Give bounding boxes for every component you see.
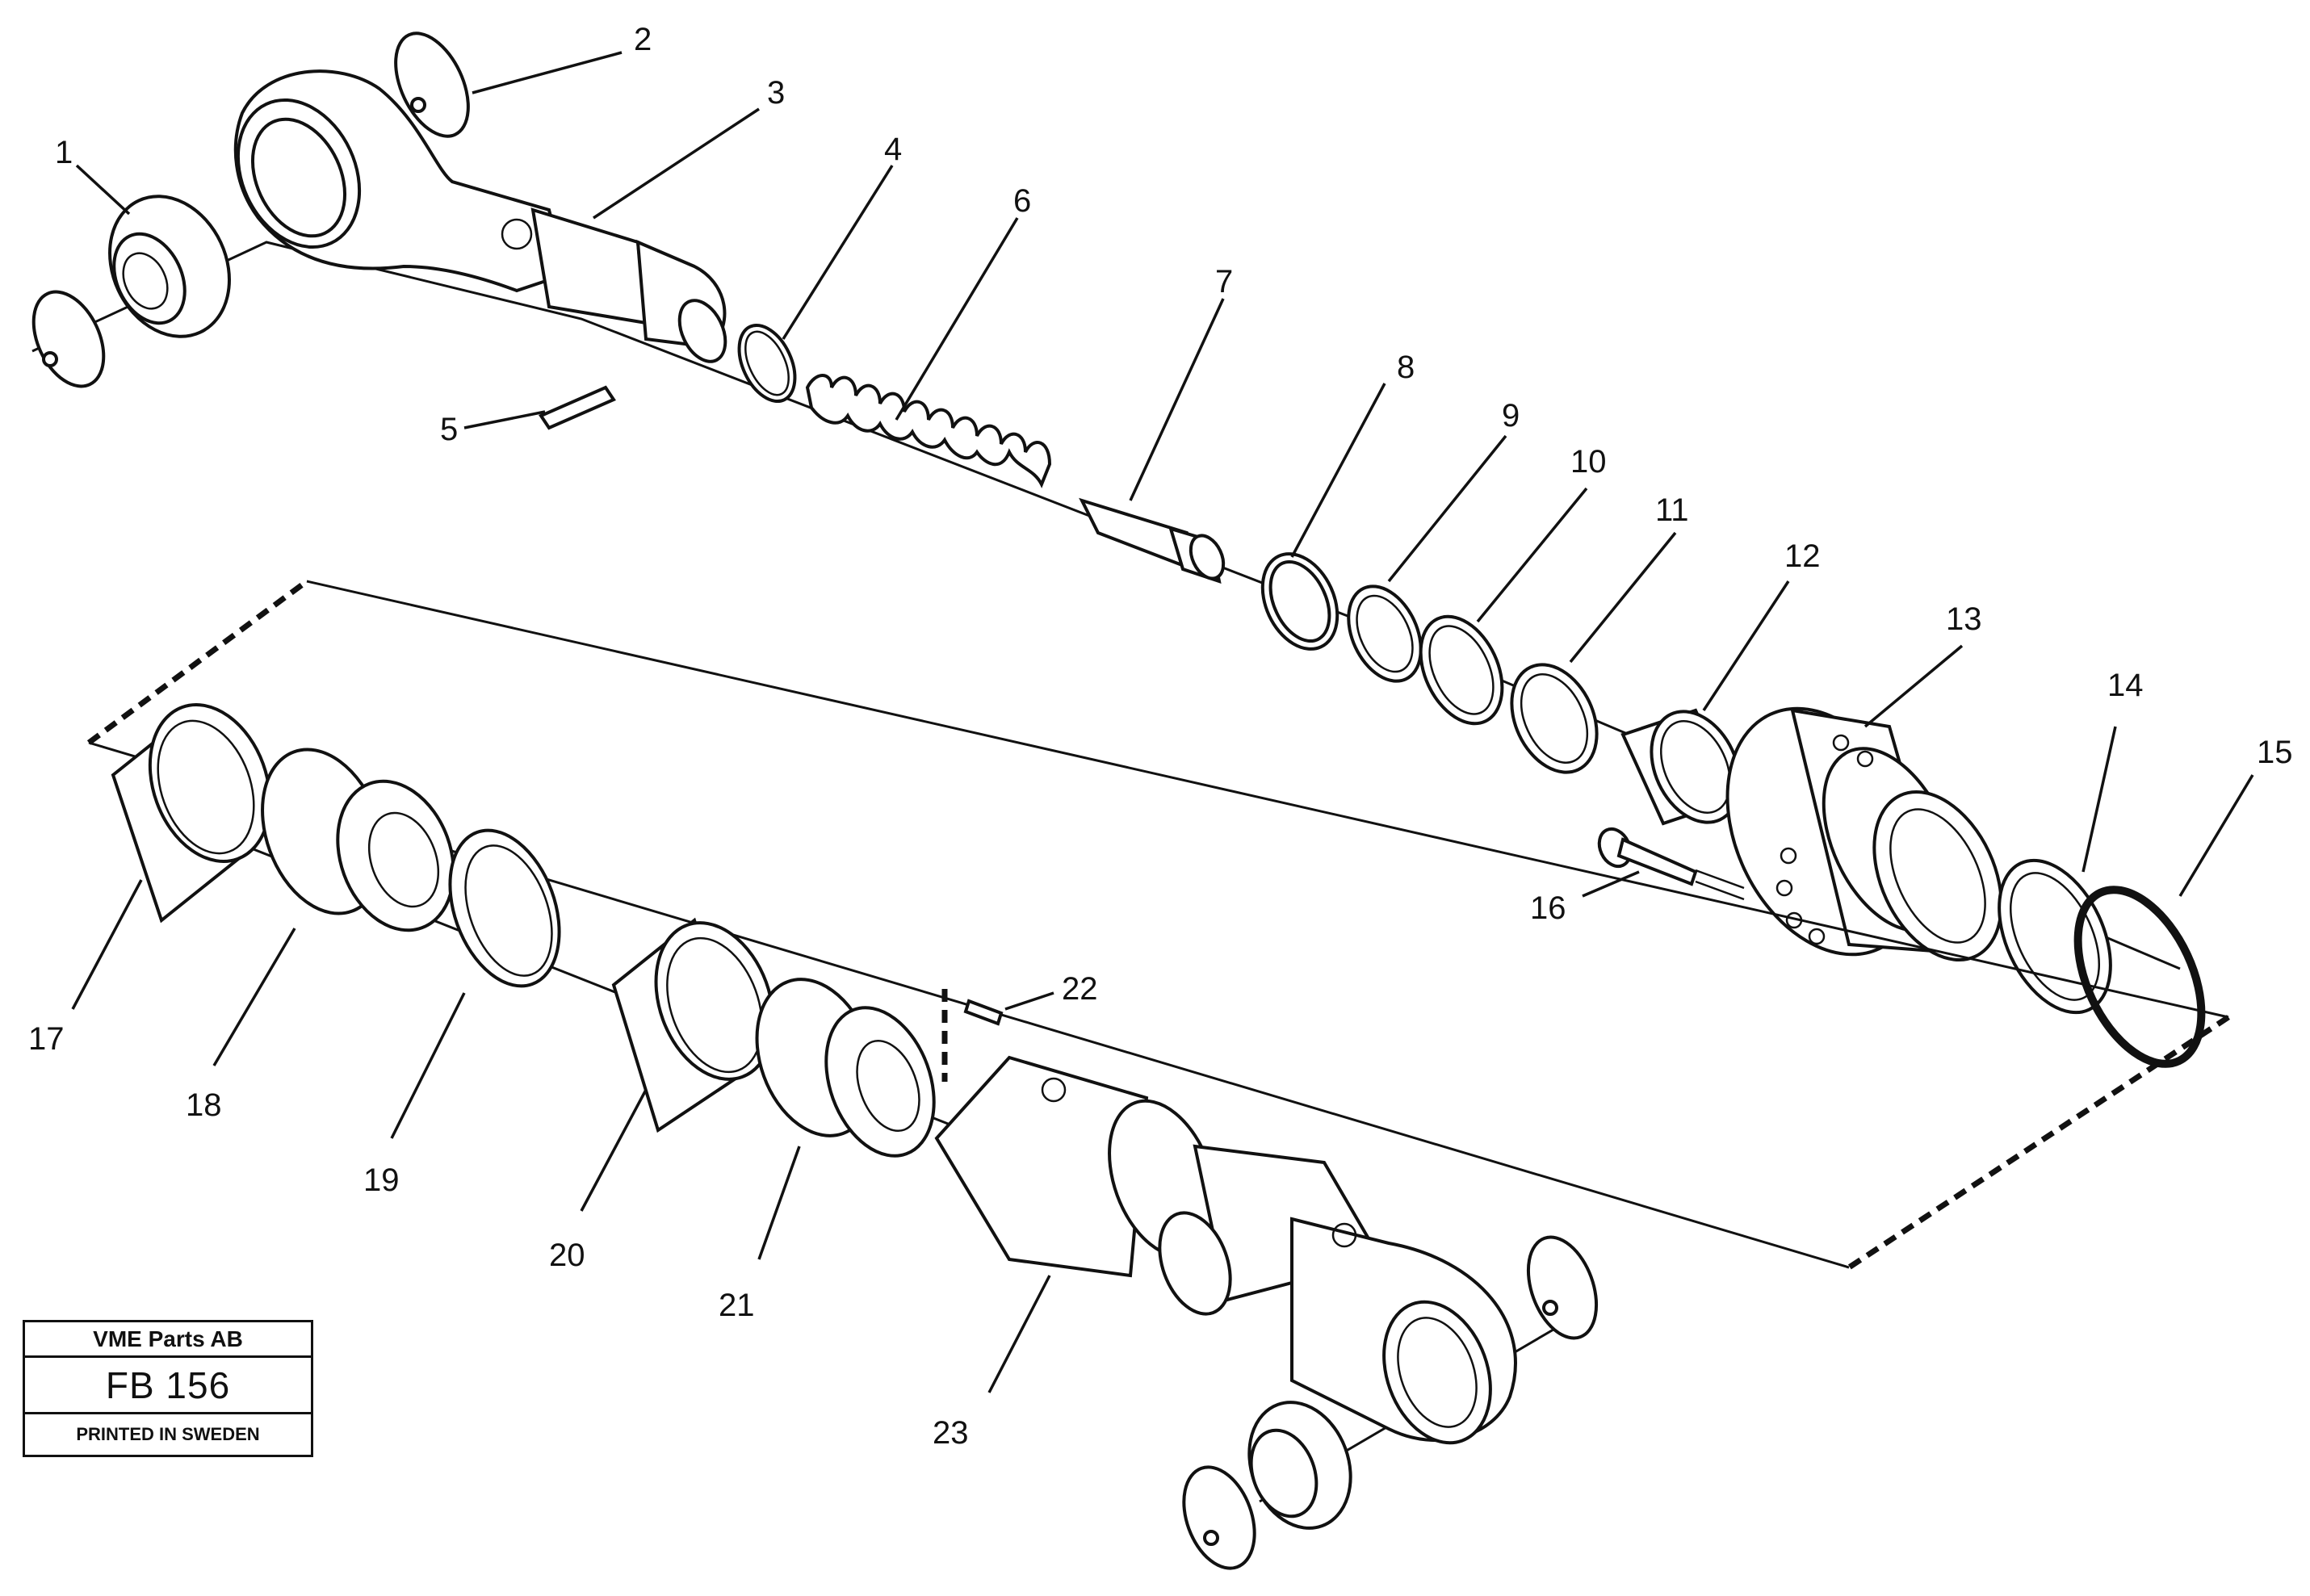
bushing-lower [1247,1401,1352,1530]
callout-3: 3 [767,75,785,111]
callout-13: 13 [1946,601,1982,637]
callout-5: 5 [440,412,458,447]
seal-ring-part-11 [1510,663,1599,774]
callout-19: 19 [363,1162,400,1198]
valve-stem-part-7 [1079,497,1226,584]
upper-assembly [31,31,2206,1068]
stamp-code: FB 156 [25,1358,311,1414]
callout-11: 11 [1655,492,1689,528]
piston-part-21 [755,978,936,1158]
seal-ring-part-10 [1419,614,1504,726]
callout-20: 20 [549,1238,585,1273]
snap-ring-lower-right [1526,1235,1599,1340]
seal-part-19 [448,828,561,988]
bushing-part-20 [611,917,775,1133]
seal-ring-part-8 [1260,552,1339,651]
callout-16: 16 [1530,890,1566,926]
bolt-part-16 [1597,827,1745,901]
bushing-upper [108,195,231,338]
callout-18: 18 [186,1087,222,1123]
cylinder-body-part-23 [934,1055,1517,1445]
seal-ring-part-9 [1347,584,1423,683]
callout-4: 4 [884,132,902,167]
callout-7: 7 [1215,264,1233,300]
bushing-part-17 [111,703,272,924]
sleeve-part-12 [1620,708,1742,826]
stamp-company: VME Parts AB [25,1322,311,1358]
rod-eye-upper [233,69,727,363]
callout-6: 6 [1013,183,1031,219]
snap-ring-upper-left [31,290,106,388]
circlip-part-15 [2073,886,2206,1068]
piston-part-18 [261,748,455,932]
leader-lines [71,51,2254,1393]
callout-22: 22 [1062,971,1098,1007]
spring-part-6 [805,374,1052,488]
callout-2: 2 [634,22,652,57]
set-screw-part-22 [963,999,1004,1026]
publisher-stamp: VME Parts AB FB 156 PRINTED IN SWEDEN [23,1320,313,1457]
callouts: 1 2 3 4 5 6 7 8 9 10 11 12 13 14 15 16 1… [28,22,2293,1451]
callout-10: 10 [1570,444,1607,480]
stamp-footer: PRINTED IN SWEDEN [76,1424,260,1444]
lower-assembly [111,703,1599,1570]
cylinder-head-part-13 [1725,706,2003,961]
callout-15: 15 [2257,735,2293,770]
snap-ring-upper-right [394,31,470,138]
callout-1: 1 [55,135,73,170]
callout-9: 9 [1502,398,1520,434]
callout-17: 17 [28,1021,65,1057]
callout-23: 23 [933,1415,969,1451]
callout-8: 8 [1397,350,1415,385]
ring-part-14 [1998,858,2112,1015]
snap-ring-lower-left [1182,1465,1256,1570]
o-ring-part-4 [737,323,797,404]
pin-part-5 [539,385,616,430]
callout-12: 12 [1784,538,1821,574]
callout-21: 21 [719,1288,755,1323]
callout-14: 14 [2107,668,2144,703]
